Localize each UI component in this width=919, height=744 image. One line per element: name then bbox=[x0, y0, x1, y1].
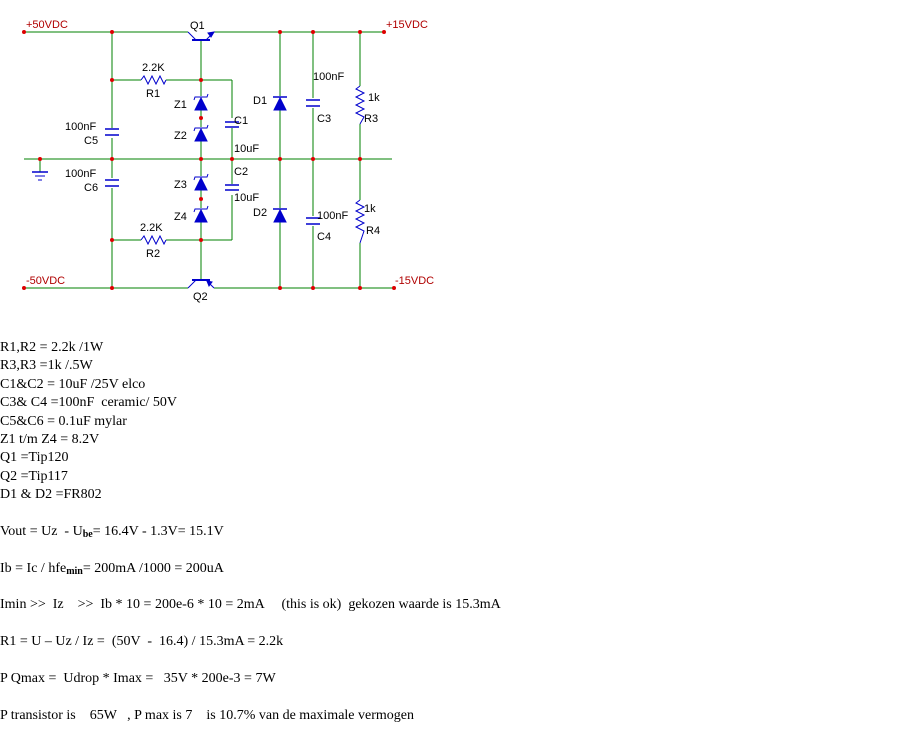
c4-name-label: C4 bbox=[317, 231, 331, 243]
c2-capacitor bbox=[225, 184, 239, 191]
components bbox=[32, 31, 366, 289]
c3-capacitor bbox=[306, 99, 320, 107]
r3-value-label: 1k bbox=[368, 92, 380, 104]
parts-list-line: Q1 =Tip120 bbox=[0, 450, 69, 466]
ib-prefix: Ib = Ic / hfe bbox=[0, 560, 67, 576]
parts-list-line: R3,R3 =1k /.5W bbox=[0, 358, 93, 374]
rail-label-neg-out: -15VDC bbox=[395, 275, 434, 287]
pqmax-formula: P Qmax = Udrop * Imax = 35V * 200e-3 = 7… bbox=[0, 671, 276, 687]
q1-label: Q1 bbox=[190, 20, 205, 32]
parts-list-line: C5&C6 = 0.1uF mylar bbox=[0, 413, 127, 429]
r3-resistor bbox=[354, 85, 366, 125]
r1-name-label: R1 bbox=[146, 88, 160, 100]
ptransistor-formula: P transistor is 65W , P max is 7 is 10.7… bbox=[0, 707, 414, 723]
ib-formula: Ib = Ic / hfemin= 200mA /1000 = 200uA bbox=[0, 560, 900, 578]
z1-label: Z1 bbox=[174, 99, 187, 111]
ground-symbol bbox=[32, 171, 48, 181]
z3-label: Z3 bbox=[174, 179, 187, 191]
z2-zener bbox=[193, 124, 209, 142]
c2-value-label: 10uF bbox=[234, 192, 259, 204]
r2-value-label: 2.2K bbox=[140, 222, 163, 234]
rail-label-neg-in: -50VDC bbox=[26, 275, 65, 287]
q2-label: Q2 bbox=[193, 291, 208, 303]
design-notes: R1,R2 = 2.2k /1W R3,R3 =1k /.5W C1&C2 = … bbox=[0, 339, 900, 725]
r2-name-label: R2 bbox=[146, 248, 160, 260]
q1-transistor bbox=[187, 31, 215, 41]
labels: +50VDC +15VDC -50VDC -15VDC Q1 Q2 2.2K R… bbox=[26, 19, 434, 303]
z1-zener bbox=[193, 93, 209, 111]
c3-name-label: C3 bbox=[317, 113, 331, 125]
nodes bbox=[22, 30, 396, 290]
q2-transistor bbox=[187, 279, 215, 289]
c4-capacitor bbox=[306, 217, 320, 225]
c5-value-label: 100nF bbox=[65, 121, 96, 133]
vout-prefix: Vout = Uz - U bbox=[0, 523, 83, 539]
parts-list-line: Q2 =Tip117 bbox=[0, 468, 68, 484]
parts-list-line: R1,R2 = 2.2k /1W bbox=[0, 340, 104, 355]
ib-suffix: = 200mA /1000 = 200uA bbox=[82, 560, 224, 576]
r1-formula: R1 = U – Uz / Iz = (50V - 16.4) / 15.3mA… bbox=[0, 634, 284, 650]
ib-subscript: min bbox=[66, 565, 83, 577]
z3-zener bbox=[193, 173, 209, 191]
c2-name-label: C2 bbox=[234, 166, 248, 178]
vout-subscript: be bbox=[82, 528, 93, 540]
z2-label: Z2 bbox=[174, 130, 187, 142]
rail-label-pos-in: +50VDC bbox=[26, 19, 68, 31]
c6-value-label: 100nF bbox=[65, 168, 96, 180]
d2-diode bbox=[273, 208, 287, 223]
vout-formula: Vout = Uz - Ube= 16.4V - 1.3V= 15.1V bbox=[0, 523, 900, 541]
imin-formula: Imin >> Iz >> Ib * 10 = 200e-6 * 10 = 2m… bbox=[0, 597, 501, 613]
c1-capacitor bbox=[225, 121, 239, 128]
regulator-schematic: +50VDC +15VDC -50VDC -15VDC Q1 Q2 2.2K R… bbox=[22, 19, 434, 303]
r4-value-label: 1k bbox=[364, 203, 376, 215]
parts-list-line: Z1 t/m Z4 = 8.2V bbox=[0, 431, 100, 447]
c5-name-label: C5 bbox=[84, 135, 98, 147]
c3-value-label: 100nF bbox=[313, 71, 344, 83]
r3-name-label: R3 bbox=[364, 113, 378, 125]
c4-value-label: 100nF bbox=[317, 210, 348, 222]
rail-label-pos-out: +15VDC bbox=[386, 19, 428, 31]
r2-resistor bbox=[140, 234, 167, 246]
d2-label: D2 bbox=[253, 207, 267, 219]
r4-resistor bbox=[354, 199, 366, 244]
r1-value-label: 2.2K bbox=[142, 62, 165, 74]
c1-name-label: C1 bbox=[234, 115, 248, 127]
r4-name-label: R4 bbox=[366, 225, 380, 237]
r1-resistor bbox=[140, 74, 167, 86]
z4-label: Z4 bbox=[174, 211, 187, 223]
c5-capacitor bbox=[105, 128, 119, 136]
c6-capacitor bbox=[105, 179, 119, 187]
c1-value-label: 10uF bbox=[234, 143, 259, 155]
parts-list-line: C1&C2 = 10uF /25V elco bbox=[0, 376, 146, 392]
c6-name-label: C6 bbox=[84, 182, 98, 194]
parts-list-line: D1 & D2 =FR802 bbox=[0, 487, 102, 503]
parts-list-line: C3& C4 =100nF ceramic/ 50V bbox=[0, 395, 178, 411]
d1-label: D1 bbox=[253, 95, 267, 107]
vout-suffix: = 16.4V - 1.3V= 15.1V bbox=[92, 523, 224, 539]
z4-zener bbox=[193, 205, 209, 223]
d1-diode bbox=[273, 96, 287, 111]
